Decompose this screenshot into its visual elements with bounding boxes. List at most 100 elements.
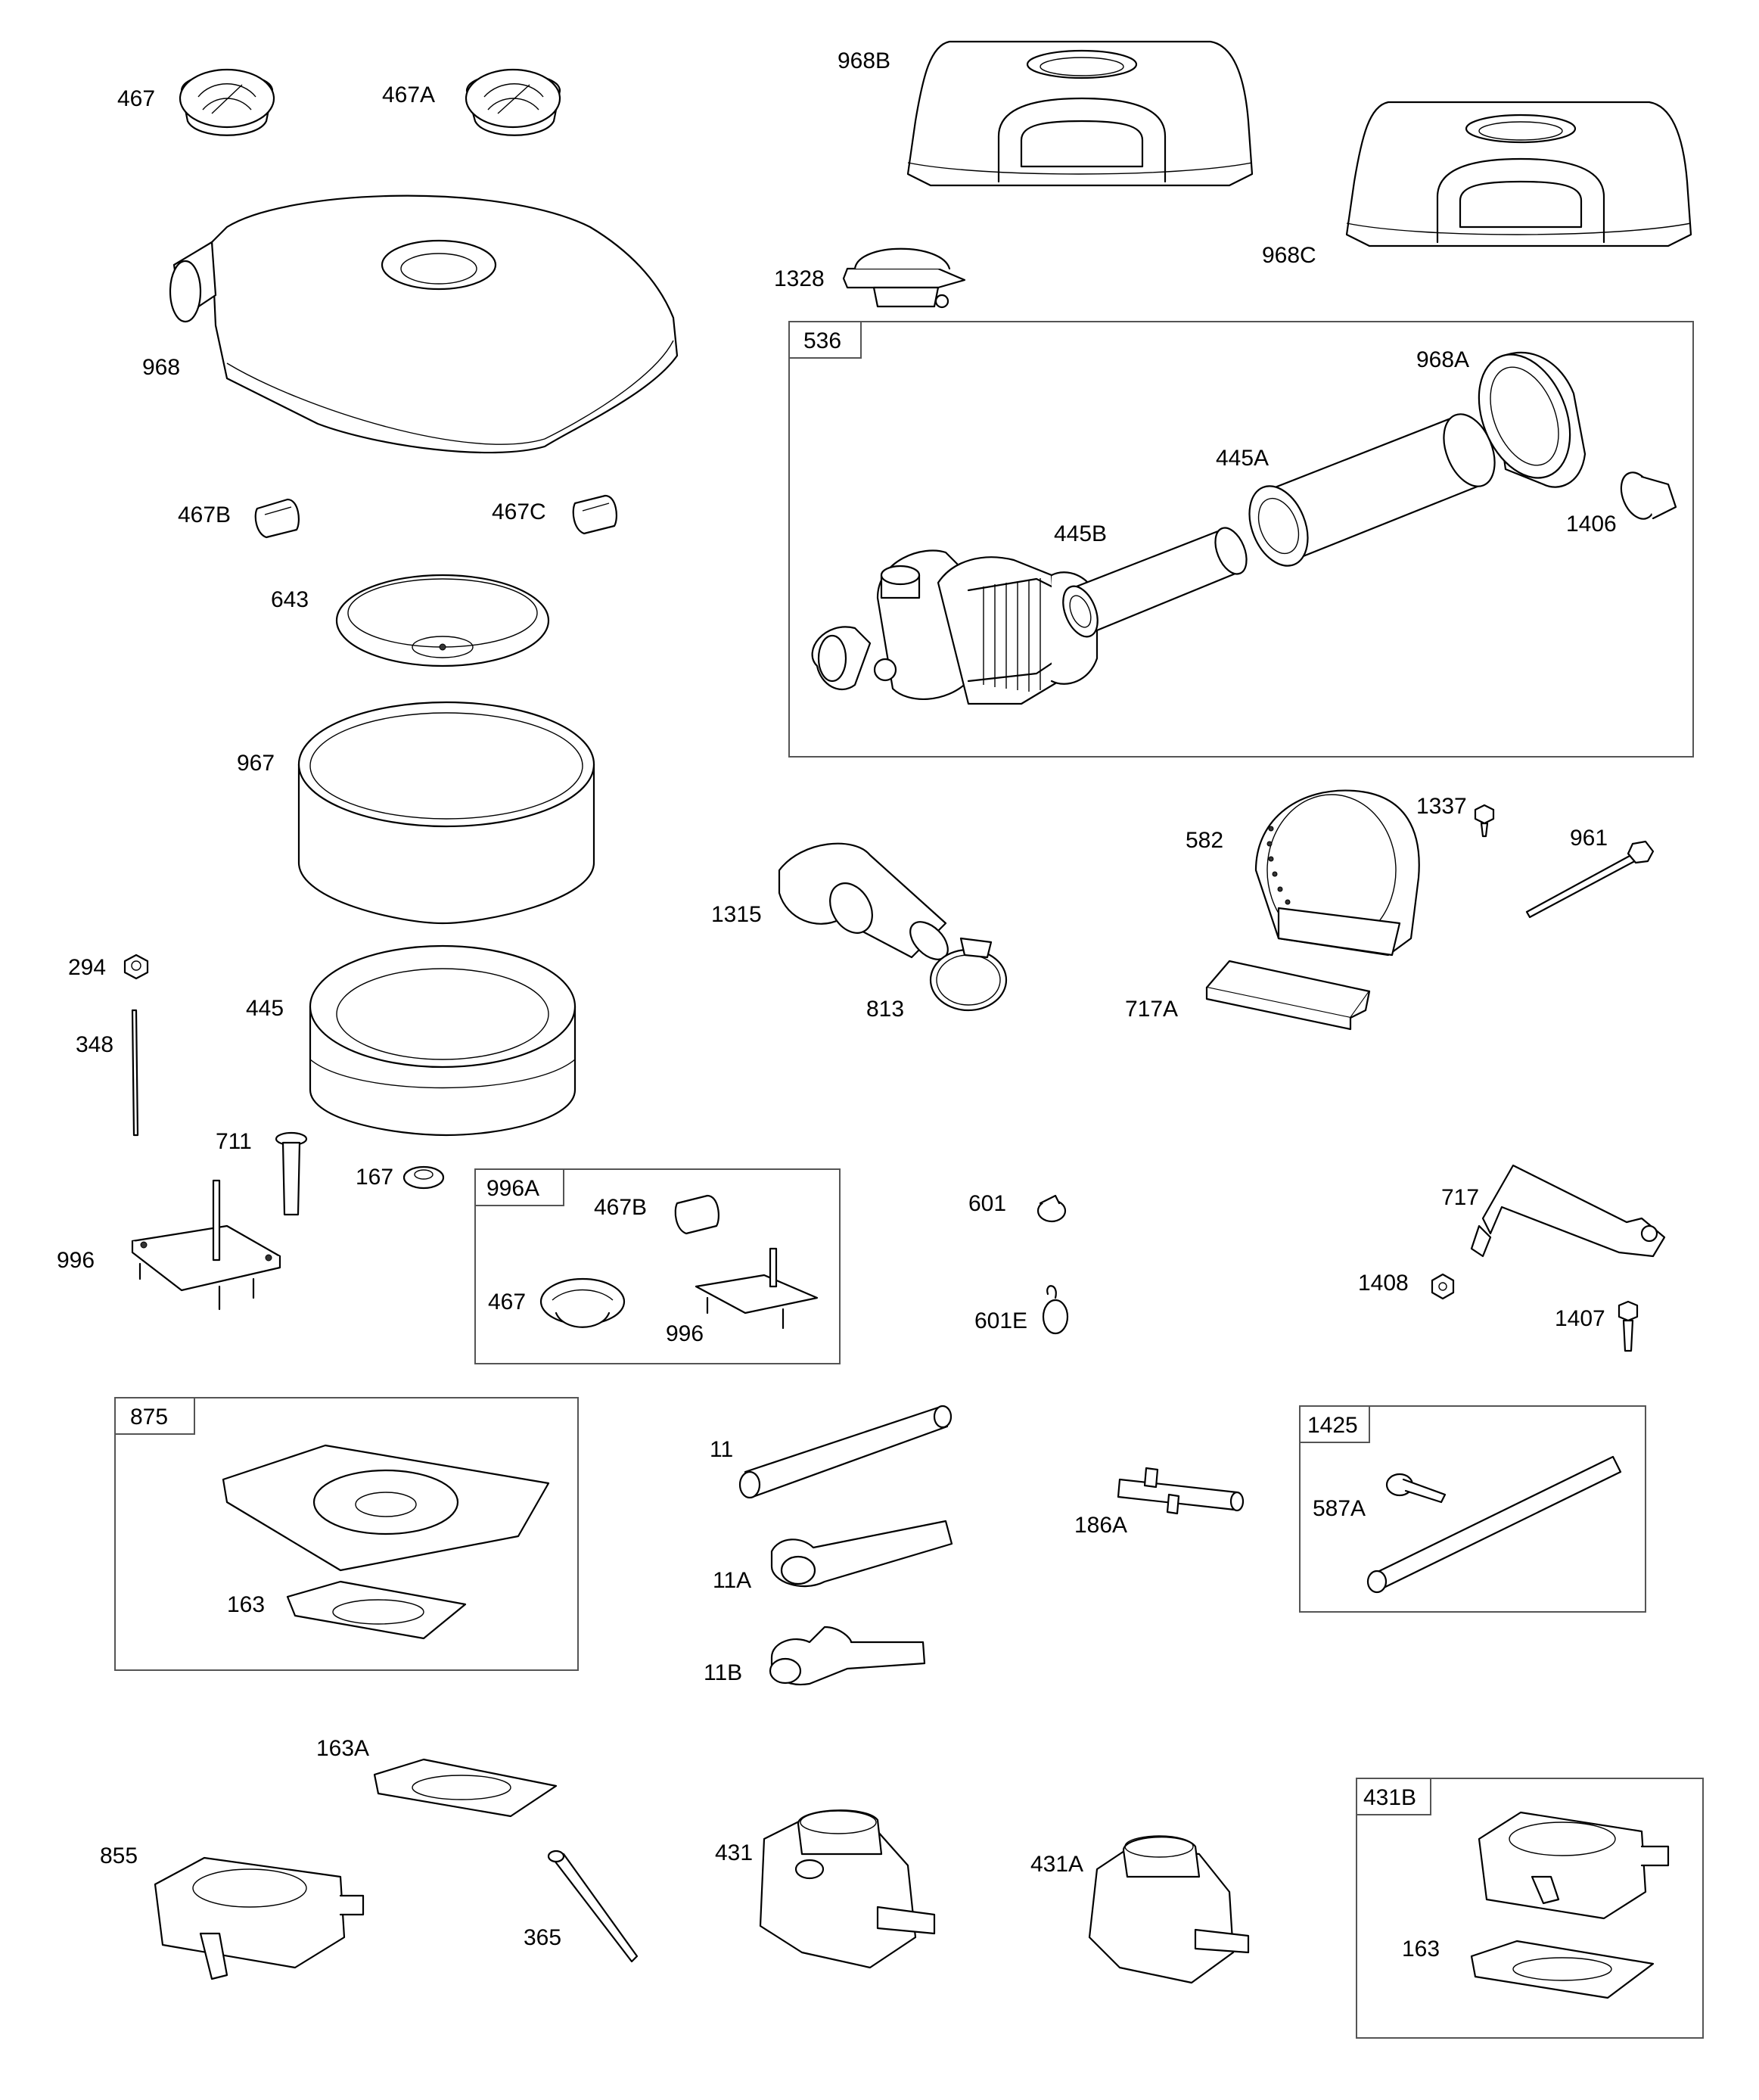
part-431-housing[interactable] (759, 1809, 936, 1969)
label-961: 961 (1570, 826, 1608, 851)
label-601: 601 (968, 1191, 1006, 1216)
part-968A-cap[interactable] (1462, 341, 1587, 492)
part-1408-nut[interactable] (1431, 1273, 1455, 1300)
label-11: 11 (710, 1437, 733, 1462)
part-11A-hose[interactable] (770, 1520, 953, 1588)
part-467A-cap[interactable] (465, 68, 561, 136)
part-1337-screw[interactable] (1474, 804, 1495, 838)
part-875-base-plate[interactable] (222, 1444, 550, 1572)
part-968C-cover[interactable] (1345, 101, 1692, 247)
kit-536-tab (788, 321, 862, 359)
label-1406: 1406 (1566, 512, 1617, 537)
label-582: 582 (1186, 828, 1223, 853)
part-996-plate[interactable] (131, 1179, 281, 1311)
label-11B: 11B (704, 1660, 742, 1685)
part-11B-hose[interactable] (769, 1626, 926, 1686)
label-445: 445 (246, 996, 284, 1021)
part-365-bolt[interactable] (547, 1850, 639, 1963)
part-717-bracket[interactable] (1470, 1164, 1666, 1258)
part-445A-filter[interactable] (1238, 406, 1505, 574)
kit-875-label-163: 163 (227, 1592, 265, 1617)
label-996: 996 (57, 1248, 95, 1273)
kit-431B-box (1356, 1778, 1704, 2039)
kit-536-box (788, 321, 1694, 758)
kit-996A-label-996: 996 (666, 1321, 704, 1346)
part-601E-clip[interactable] (1042, 1285, 1069, 1335)
part-717A-plate[interactable] (1205, 960, 1371, 1031)
part-167-washer[interactable] (402, 1165, 445, 1190)
label-1408: 1408 (1358, 1271, 1409, 1296)
part-967-ring[interactable] (297, 701, 595, 925)
label-167: 167 (356, 1165, 393, 1190)
part-431B-163-gasket[interactable] (1470, 1940, 1655, 1999)
label-445A: 445A (1216, 446, 1269, 471)
part-1425-tube[interactable] (1366, 1455, 1622, 1594)
label-1407: 1407 (1555, 1306, 1605, 1331)
label-855: 855 (100, 1843, 138, 1868)
kit-431B-tab (1356, 1778, 1431, 1815)
part-11-hose[interactable] (738, 1405, 953, 1499)
kit-1425-title: 1425 (1307, 1413, 1358, 1438)
part-996A-996-plate[interactable] (695, 1247, 819, 1330)
part-968-cover[interactable] (169, 194, 679, 454)
part-431B-housing[interactable] (1478, 1811, 1670, 1920)
part-294-nut[interactable] (123, 954, 149, 980)
part-163A-gasket[interactable] (373, 1758, 558, 1818)
kit-431B-label-163: 163 (1402, 1937, 1440, 1962)
label-717: 717 (1441, 1185, 1479, 1210)
part-431A-housing[interactable] (1088, 1835, 1250, 1984)
part-875-163-gasket[interactable] (286, 1580, 467, 1640)
label-711: 711 (216, 1129, 252, 1154)
label-968: 968 (142, 355, 180, 380)
label-643: 643 (271, 587, 309, 612)
label-445B: 445B (1054, 521, 1107, 546)
label-717A: 717A (1125, 997, 1178, 1022)
part-711-bolt[interactable] (275, 1131, 308, 1216)
kit-875-tab (114, 1397, 195, 1435)
kit-431B-title: 431B (1363, 1785, 1416, 1810)
label-163A: 163A (316, 1736, 369, 1761)
part-582-bracket[interactable] (1254, 789, 1420, 957)
label-968B: 968B (838, 48, 890, 73)
kit-1425-tab (1299, 1405, 1370, 1443)
kit-875-title: 875 (130, 1405, 168, 1430)
part-467B-knob[interactable] (254, 498, 300, 539)
part-968B-cover[interactable] (906, 40, 1254, 187)
part-467C-knob[interactable] (572, 494, 617, 535)
part-1328-cap[interactable] (842, 247, 966, 309)
label-968A: 968A (1416, 347, 1469, 372)
part-467-cap[interactable] (179, 68, 275, 136)
label-294: 294 (68, 955, 106, 980)
part-1406-valve[interactable] (1614, 468, 1677, 524)
part-587A-clip[interactable] (1385, 1473, 1447, 1504)
part-643-dish[interactable] (335, 574, 550, 667)
label-365: 365 (524, 1925, 561, 1950)
label-1328: 1328 (774, 266, 825, 291)
kit-996A-title: 996A (486, 1176, 539, 1201)
label-431: 431 (715, 1840, 753, 1865)
part-536-housing[interactable] (811, 549, 1099, 705)
kit-996A-box (474, 1168, 841, 1364)
kit-1425-box (1299, 1405, 1646, 1613)
part-186A-tee[interactable] (1117, 1467, 1245, 1515)
label-186A: 186A (1074, 1513, 1127, 1538)
part-855-housing[interactable] (154, 1856, 365, 1980)
part-996A-467B-knob[interactable] (674, 1194, 719, 1235)
label-467: 467 (117, 86, 155, 111)
label-467A: 467A (382, 82, 435, 107)
part-961-rod[interactable] (1525, 840, 1655, 919)
part-348-rod[interactable] (131, 1009, 139, 1137)
kit-996A-label-467: 467 (488, 1290, 526, 1314)
kit-996A-tab (474, 1168, 564, 1206)
label-813: 813 (866, 997, 904, 1022)
part-1407-stud[interactable] (1618, 1300, 1639, 1352)
label-968C: 968C (1262, 243, 1316, 268)
part-1315-elbow[interactable] (778, 842, 955, 966)
part-445-filter[interactable] (309, 944, 576, 1137)
part-601-clip[interactable] (1036, 1194, 1067, 1223)
part-996A-467-cap[interactable] (539, 1277, 626, 1328)
part-813-clamp[interactable] (929, 937, 1008, 1012)
label-601E: 601E (974, 1308, 1027, 1333)
part-445B-filter[interactable] (1056, 524, 1252, 642)
